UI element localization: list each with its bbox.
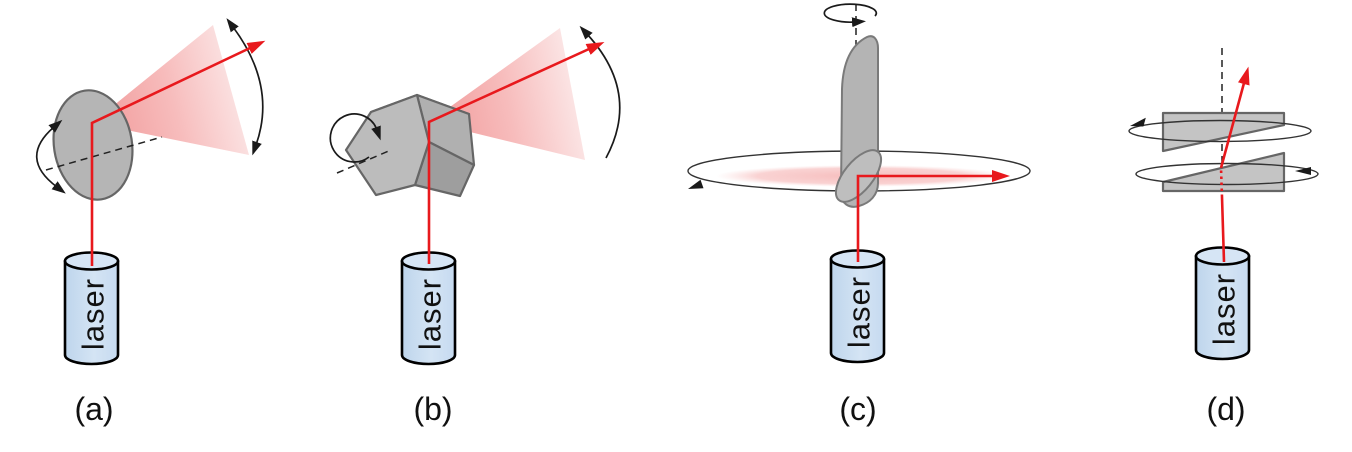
tilt-axis-dashed-line (45, 136, 163, 171)
rotation-direction-arrow-icon (329, 113, 381, 163)
upper-wedge-prism-icon (1161, 111, 1286, 153)
laser-beam-c (856, 170, 1010, 262)
rotation-axis-dashed-line (336, 149, 392, 174)
lower-wedge-prism-icon (1161, 151, 1286, 193)
panel-c-spinning-mirror: laser (c) (687, 3, 1031, 427)
panel-a-oscillating-mirror: laser (a) (35, 18, 266, 427)
scan-range-arrow-icon (579, 25, 621, 159)
orbit-direction-arrow-icon (688, 179, 704, 189)
mirror-oscillation-arrow-icon (35, 119, 66, 194)
laser-beam-d-inside-prism (1219, 167, 1224, 198)
scan-fan-a (92, 25, 249, 155)
panel-label-b: (b) (413, 391, 452, 427)
spin-direction-arrow-icon (823, 3, 878, 28)
laser-beam-d-input (1220, 196, 1226, 263)
lower-prism-orbit-ellipse (1135, 162, 1319, 186)
panel-label-d: (d) (1206, 391, 1245, 427)
laser-beam-d-output (1219, 66, 1250, 169)
upper-rotation-arrow-icon (1130, 117, 1146, 127)
panel-d-risley-prisms: laser (d) (1128, 48, 1319, 427)
laser-label: laser (76, 278, 111, 350)
laser-beam-b (427, 41, 605, 264)
laser-label: laser (1207, 273, 1242, 345)
laser-label: laser (413, 278, 448, 350)
upper-prism-orbit-ellipse (1128, 119, 1312, 143)
panel-b-polygon-mirror: laser (b) (329, 25, 621, 427)
lower-rotation-arrow-icon (1295, 167, 1311, 175)
panel-label-a: (a) (74, 391, 113, 427)
laser-label: laser (842, 276, 877, 348)
scan-range-arrow-icon (226, 18, 264, 156)
panel-label-c: (c) (839, 391, 876, 427)
polygon-mirror-front-face-icon (344, 93, 431, 197)
laser-beam-a (90, 40, 266, 266)
